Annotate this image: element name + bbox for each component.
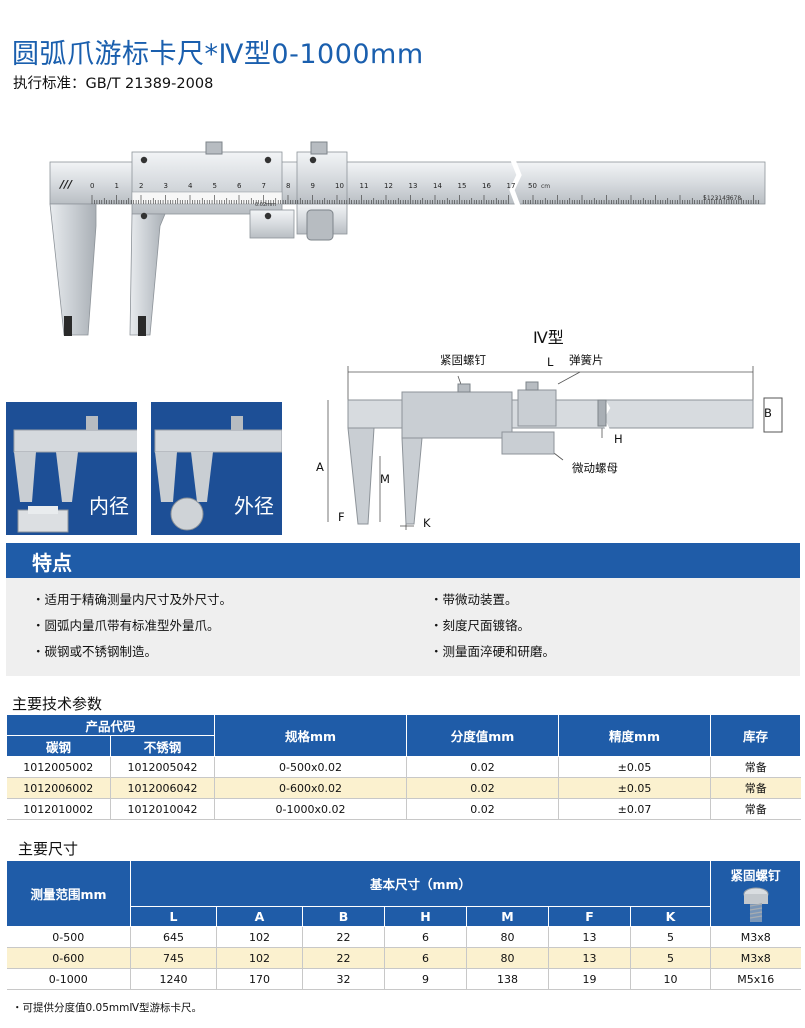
dimension-drawing — [327, 366, 783, 530]
page-title: 圆弧爪游标卡尺*Ⅳ型0-1000mm — [12, 39, 424, 70]
screw-icon — [743, 887, 769, 922]
features-header: 特点 — [6, 543, 800, 578]
label-fine-nut: 微动螺母 — [572, 461, 618, 475]
header-spec: 规格mm — [214, 714, 408, 757]
spec-table-title: 主要技术参数 — [12, 695, 103, 713]
scale-number: 11 — [360, 182, 369, 190]
label-M: M — [380, 472, 390, 486]
scale-number: 8 — [286, 182, 290, 190]
scale-number: 1 — [115, 182, 119, 190]
header-stock: 库存 — [710, 714, 802, 757]
scale-number: 5 — [213, 182, 217, 190]
outer-diameter-caption: 外径 — [234, 494, 274, 518]
scale-number: 10 — [335, 182, 344, 190]
scale-number: 7 — [262, 182, 266, 190]
scale-number: 0 — [90, 182, 94, 190]
type-label: Ⅳ型 — [533, 328, 564, 347]
serial-number: 5123145678 — [703, 195, 741, 202]
scale-number: 17 — [507, 182, 516, 190]
header-resolution: 分度值mm — [406, 714, 560, 757]
label-K: K — [423, 516, 431, 530]
features-title: 特点 — [32, 551, 72, 575]
scale-number: 12 — [384, 182, 393, 190]
scale-number: 3 — [164, 182, 168, 190]
standard-text: 执行标准：GB/T 21389-2008 — [13, 76, 214, 92]
scale-number: 4 — [188, 182, 193, 190]
feature-item: ・带微动装置。 — [430, 592, 518, 607]
label-H: H — [614, 432, 623, 446]
outer-diameter-panel: 外径 — [151, 402, 282, 535]
scale-number: 15 — [458, 182, 467, 190]
header-carbon-steel: 碳钢 — [6, 735, 111, 757]
footnote: ・可提供分度值0.05mmⅣ型游标卡尺。 — [12, 1002, 203, 1014]
header-range: 测量范围mm — [6, 860, 131, 927]
dim-table-title: 主要尺寸 — [18, 840, 79, 858]
scale-number: 16 — [482, 182, 491, 190]
label-A: A — [316, 460, 324, 474]
feature-item: ・测量面淬硬和研磨。 — [430, 644, 556, 659]
dim-table: 测量范围mm 基本尺寸（mm） 紧固螺钉 L A B H M F K 0-500… — [6, 860, 802, 990]
spec-table: 产品代码 规格mm 分度值mm 精度mm 库存 碳钢 不锈钢 101200500… — [5, 714, 802, 820]
scale-number: 2 — [139, 182, 143, 190]
vernier-text: 0.02mm — [255, 202, 276, 208]
scale-number: 6 — [237, 182, 242, 190]
label-L: L — [547, 355, 554, 369]
scale-number: 14 — [433, 182, 442, 190]
brand-mark: /// — [58, 178, 73, 191]
scale-number: 9 — [311, 182, 315, 190]
inner-diameter-caption: 内径 — [89, 494, 129, 518]
scale-number: 50 — [528, 182, 537, 190]
header-accuracy: 精度mm — [558, 714, 712, 757]
features-box — [6, 578, 800, 676]
scale-number: 13 — [409, 182, 418, 190]
label-screw: 紧固螺钉 — [440, 353, 486, 367]
label-F: F — [338, 510, 345, 524]
header-screw: 紧固螺钉 — [710, 860, 802, 927]
header-basic-size: 基本尺寸（mm） — [129, 860, 712, 907]
label-spring: 弹簧片 — [569, 353, 604, 367]
label-B: B — [764, 406, 772, 420]
unit-label: cm — [541, 183, 550, 190]
feature-item: ・适用于精确测量内尺寸及外尺寸。 — [32, 592, 233, 607]
feature-item: ・刻度尺面镀铬。 — [430, 618, 531, 633]
header-stainless: 不锈钢 — [109, 735, 216, 757]
header-product-code: 产品代码 — [5, 714, 216, 736]
inner-diameter-panel: 内径 — [6, 402, 137, 535]
feature-item: ・圆弧内量爪带有标准型外量爪。 — [32, 618, 220, 633]
feature-item: ・碳钢或不锈钢制造。 — [32, 644, 158, 659]
